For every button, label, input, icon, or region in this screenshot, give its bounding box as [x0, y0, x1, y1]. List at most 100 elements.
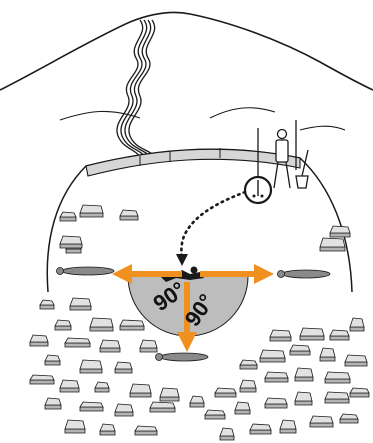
snow-block [60, 380, 79, 388]
snow-block [160, 388, 179, 397]
snow-block [150, 402, 175, 408]
snow-block [80, 205, 103, 213]
snow-block-side [205, 415, 225, 419]
snow-block [350, 388, 369, 393]
snow-block-side [290, 351, 310, 355]
snow-block [30, 335, 48, 342]
snow-block-side [265, 404, 287, 408]
snow-block-side [100, 348, 120, 352]
snow-block [240, 380, 256, 388]
snow-block-side [150, 408, 175, 412]
snow-block [330, 330, 349, 336]
snow-block [100, 340, 120, 348]
snow-block-side [330, 233, 350, 237]
snow-block-side [340, 419, 358, 423]
snow-block-side [55, 326, 71, 330]
snow-block [345, 355, 367, 362]
snow-block-side [40, 305, 54, 309]
snow-block [340, 414, 358, 419]
snow-block [65, 420, 85, 429]
snow-block [190, 396, 204, 403]
snow-block-side [270, 337, 291, 341]
snow-block-side [240, 365, 257, 369]
snow-block-side [190, 403, 204, 407]
snow-block [265, 398, 287, 404]
snow-block [235, 402, 250, 410]
snow-block-side [325, 399, 349, 403]
snow-block-side [320, 247, 345, 251]
snow-block [240, 360, 257, 365]
snow-block [300, 328, 324, 336]
snow-block-side [295, 401, 312, 405]
snow-block [205, 410, 225, 415]
snow-block-side [65, 429, 85, 433]
snow-block-side [325, 379, 350, 383]
snow-block [65, 338, 90, 343]
snow-block-side [345, 362, 367, 366]
snow-block-side [115, 369, 132, 373]
snow-block-side [215, 393, 236, 397]
snow-block [60, 236, 82, 244]
snow-block [80, 402, 103, 407]
snow-block-side [70, 306, 91, 310]
snow-block [140, 340, 157, 348]
snow-block-side [95, 388, 109, 392]
snow-block-side [235, 410, 250, 414]
snow-block [120, 320, 144, 326]
snow-block-side [295, 377, 313, 381]
snow-block-side [45, 361, 60, 365]
snow-block [120, 210, 138, 216]
snow-block-side [240, 388, 256, 392]
snow-block [280, 420, 296, 429]
snow-block-side [330, 336, 349, 340]
snow-block-side [300, 336, 324, 340]
ski-tracks [117, 20, 160, 160]
snow-block [135, 426, 157, 431]
snow-block-side [160, 397, 179, 401]
snow-block [115, 404, 133, 412]
snow-block [40, 300, 54, 305]
victim-bottom [156, 353, 209, 361]
snow-block [45, 355, 60, 361]
snow-block [115, 362, 132, 369]
snow-block-side [120, 326, 144, 330]
snow-block [220, 428, 234, 436]
snow-block-side [80, 369, 102, 373]
snow-block [60, 212, 76, 217]
snow-block-side [260, 358, 285, 362]
snow-block-side [350, 327, 364, 331]
snow-block [350, 318, 364, 327]
snow-block-side [220, 436, 234, 440]
avalanche-transceiver-icon [245, 177, 271, 203]
snow-block [95, 382, 109, 388]
snow-block [30, 375, 54, 380]
snow-block-side [65, 343, 90, 347]
snow-block [215, 388, 236, 393]
snow-block-side [120, 216, 138, 220]
snow-block [100, 424, 115, 431]
snow-block [55, 320, 71, 326]
snow-block [290, 345, 310, 351]
snow-block [260, 350, 285, 358]
snow-block [250, 424, 271, 430]
snow-block-side [135, 431, 157, 435]
snow-block-side [350, 393, 369, 397]
snow-block-side [280, 429, 296, 433]
snow-block-side [60, 388, 79, 392]
snow-block-side [265, 378, 288, 382]
snow-block-side [80, 407, 103, 411]
snow-block-side [60, 244, 82, 248]
snow-block-side [30, 342, 48, 346]
snow-block-side [30, 380, 54, 384]
snow-block [80, 360, 102, 369]
snow-block [325, 372, 350, 379]
snow-block [70, 298, 91, 306]
snow-block-side [45, 405, 61, 409]
snow-block [295, 368, 313, 377]
snow-block-side [250, 430, 271, 434]
snow-block-side [80, 213, 103, 217]
ridge-line [60, 108, 345, 130]
snow-block-side [140, 348, 157, 352]
snow-block-side [100, 431, 115, 435]
